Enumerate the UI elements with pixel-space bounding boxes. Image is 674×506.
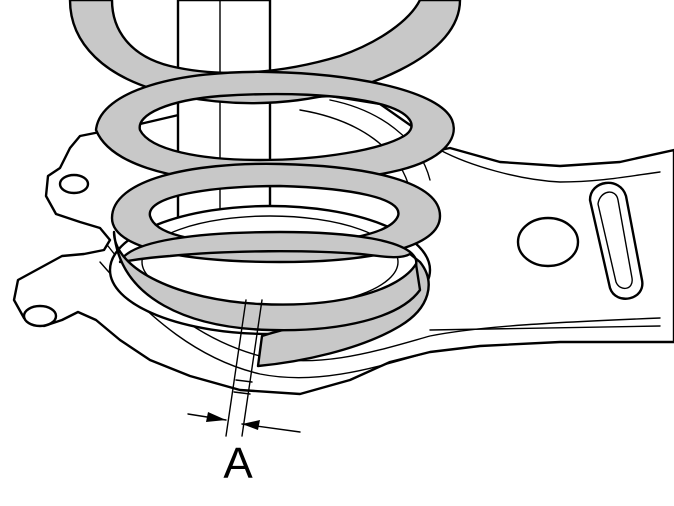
dimension-a (187, 299, 301, 437)
dimension-arrow-left (206, 412, 226, 422)
front-bushing-hole (58, 173, 90, 195)
dimension-arrow-right (242, 420, 260, 430)
arm-slot (588, 181, 644, 300)
arm-round-hole (516, 216, 580, 268)
spring-coil-4 (118, 230, 430, 368)
spring-coil-5 (112, 230, 422, 332)
dimension-label-a: A (223, 439, 253, 488)
rear-bushing-hole (22, 304, 58, 328)
coil-spring (68, 0, 462, 368)
